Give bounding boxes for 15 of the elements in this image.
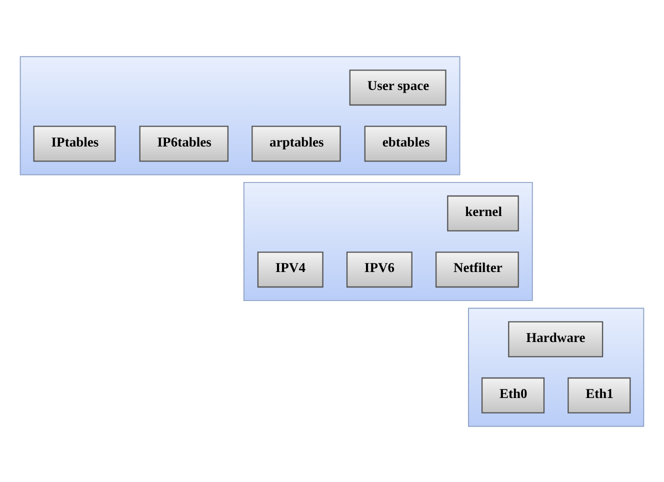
cluster [468, 307, 644, 426]
node-box: ebtables [364, 125, 447, 162]
node-box: Eth1 [568, 376, 631, 413]
cluster [243, 181, 533, 301]
node-box: Hardware [508, 320, 604, 357]
node-box: Eth0 [481, 376, 545, 413]
node-box: IPV4 [257, 251, 324, 288]
node-box: Netfilter [435, 251, 519, 288]
node-box: IPtables [33, 125, 116, 162]
node-box: IP6tables [139, 125, 229, 162]
node-box: kernel [447, 194, 519, 231]
node-box: User space [349, 69, 446, 106]
cluster [20, 56, 460, 175]
node-box: IPV6 [346, 251, 412, 288]
node-box: arptables [252, 125, 341, 162]
